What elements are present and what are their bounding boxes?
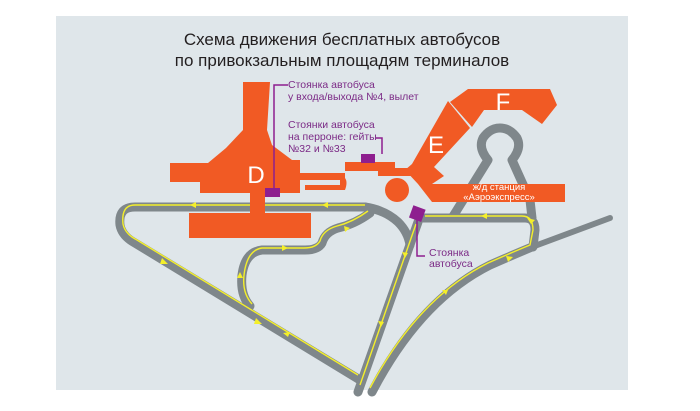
arrow-icon [506, 256, 513, 262]
arrow-icon [282, 245, 288, 251]
stop-bus-label-line1: Стоянка [429, 247, 469, 259]
roads [115, 123, 613, 397]
terminal-d-label: D [247, 162, 264, 189]
route-inner [242, 210, 369, 305]
arrow-icon [190, 202, 196, 208]
terminal-f-label: F [496, 89, 511, 116]
stop-bus-label-line2: автобуса [429, 258, 473, 270]
arrow-icon [237, 272, 243, 278]
terminal-e-label: E [428, 132, 444, 159]
leader-line-apron [376, 137, 383, 154]
arrow-icon [527, 218, 535, 224]
arrow-icon [481, 213, 487, 219]
arrow-icon [254, 318, 262, 324]
terminal-e: E [400, 101, 565, 202]
bus-stop-marker [408, 205, 426, 222]
station-label-line2: «Аэроэкспресс» [463, 192, 535, 203]
roundabout-building [385, 178, 409, 202]
arrow-icon [160, 258, 168, 264]
stop-apron-label-line2: на перроне: гейты [288, 131, 377, 143]
arrow-icon [322, 202, 328, 208]
bus-routes [122, 202, 535, 389]
leader-line-entrance [273, 84, 288, 188]
arrow-icon [442, 290, 448, 295]
road-south-b [367, 242, 537, 397]
bus-stop-apron-marker [361, 154, 375, 163]
arrow-icon [283, 332, 290, 337]
stop-apron-label-line1: Стоянки автобуса [288, 119, 375, 131]
stop-apron-label-line3: №32 и №33 [288, 143, 346, 155]
arrow-icon [378, 321, 384, 327]
station-label-line1: ж/д станция [473, 182, 526, 193]
terminal-f: F [450, 89, 557, 127]
stop-entrance-label-line1: Стоянка автобуса [288, 79, 375, 91]
arrow-icon [402, 252, 408, 258]
road-teardrop [447, 123, 537, 223]
terminal-d: D [170, 82, 418, 238]
road-east [529, 215, 613, 250]
route-main [122, 204, 365, 376]
map-title-line2: по привокзальным площадям терминалов [175, 51, 509, 70]
route-south-a [359, 223, 417, 386]
leader-line-bus-stop [416, 220, 425, 257]
map-title-line1: Схема движения бесплатных автобусов [184, 30, 500, 49]
route-arrows [160, 202, 535, 337]
road-main-loop [115, 202, 370, 385]
stop-entrance-label-line2: у входа/выхода №4, вылет [288, 91, 419, 103]
arrow-icon [344, 226, 350, 232]
bus-stop-entrance-marker [265, 188, 280, 197]
